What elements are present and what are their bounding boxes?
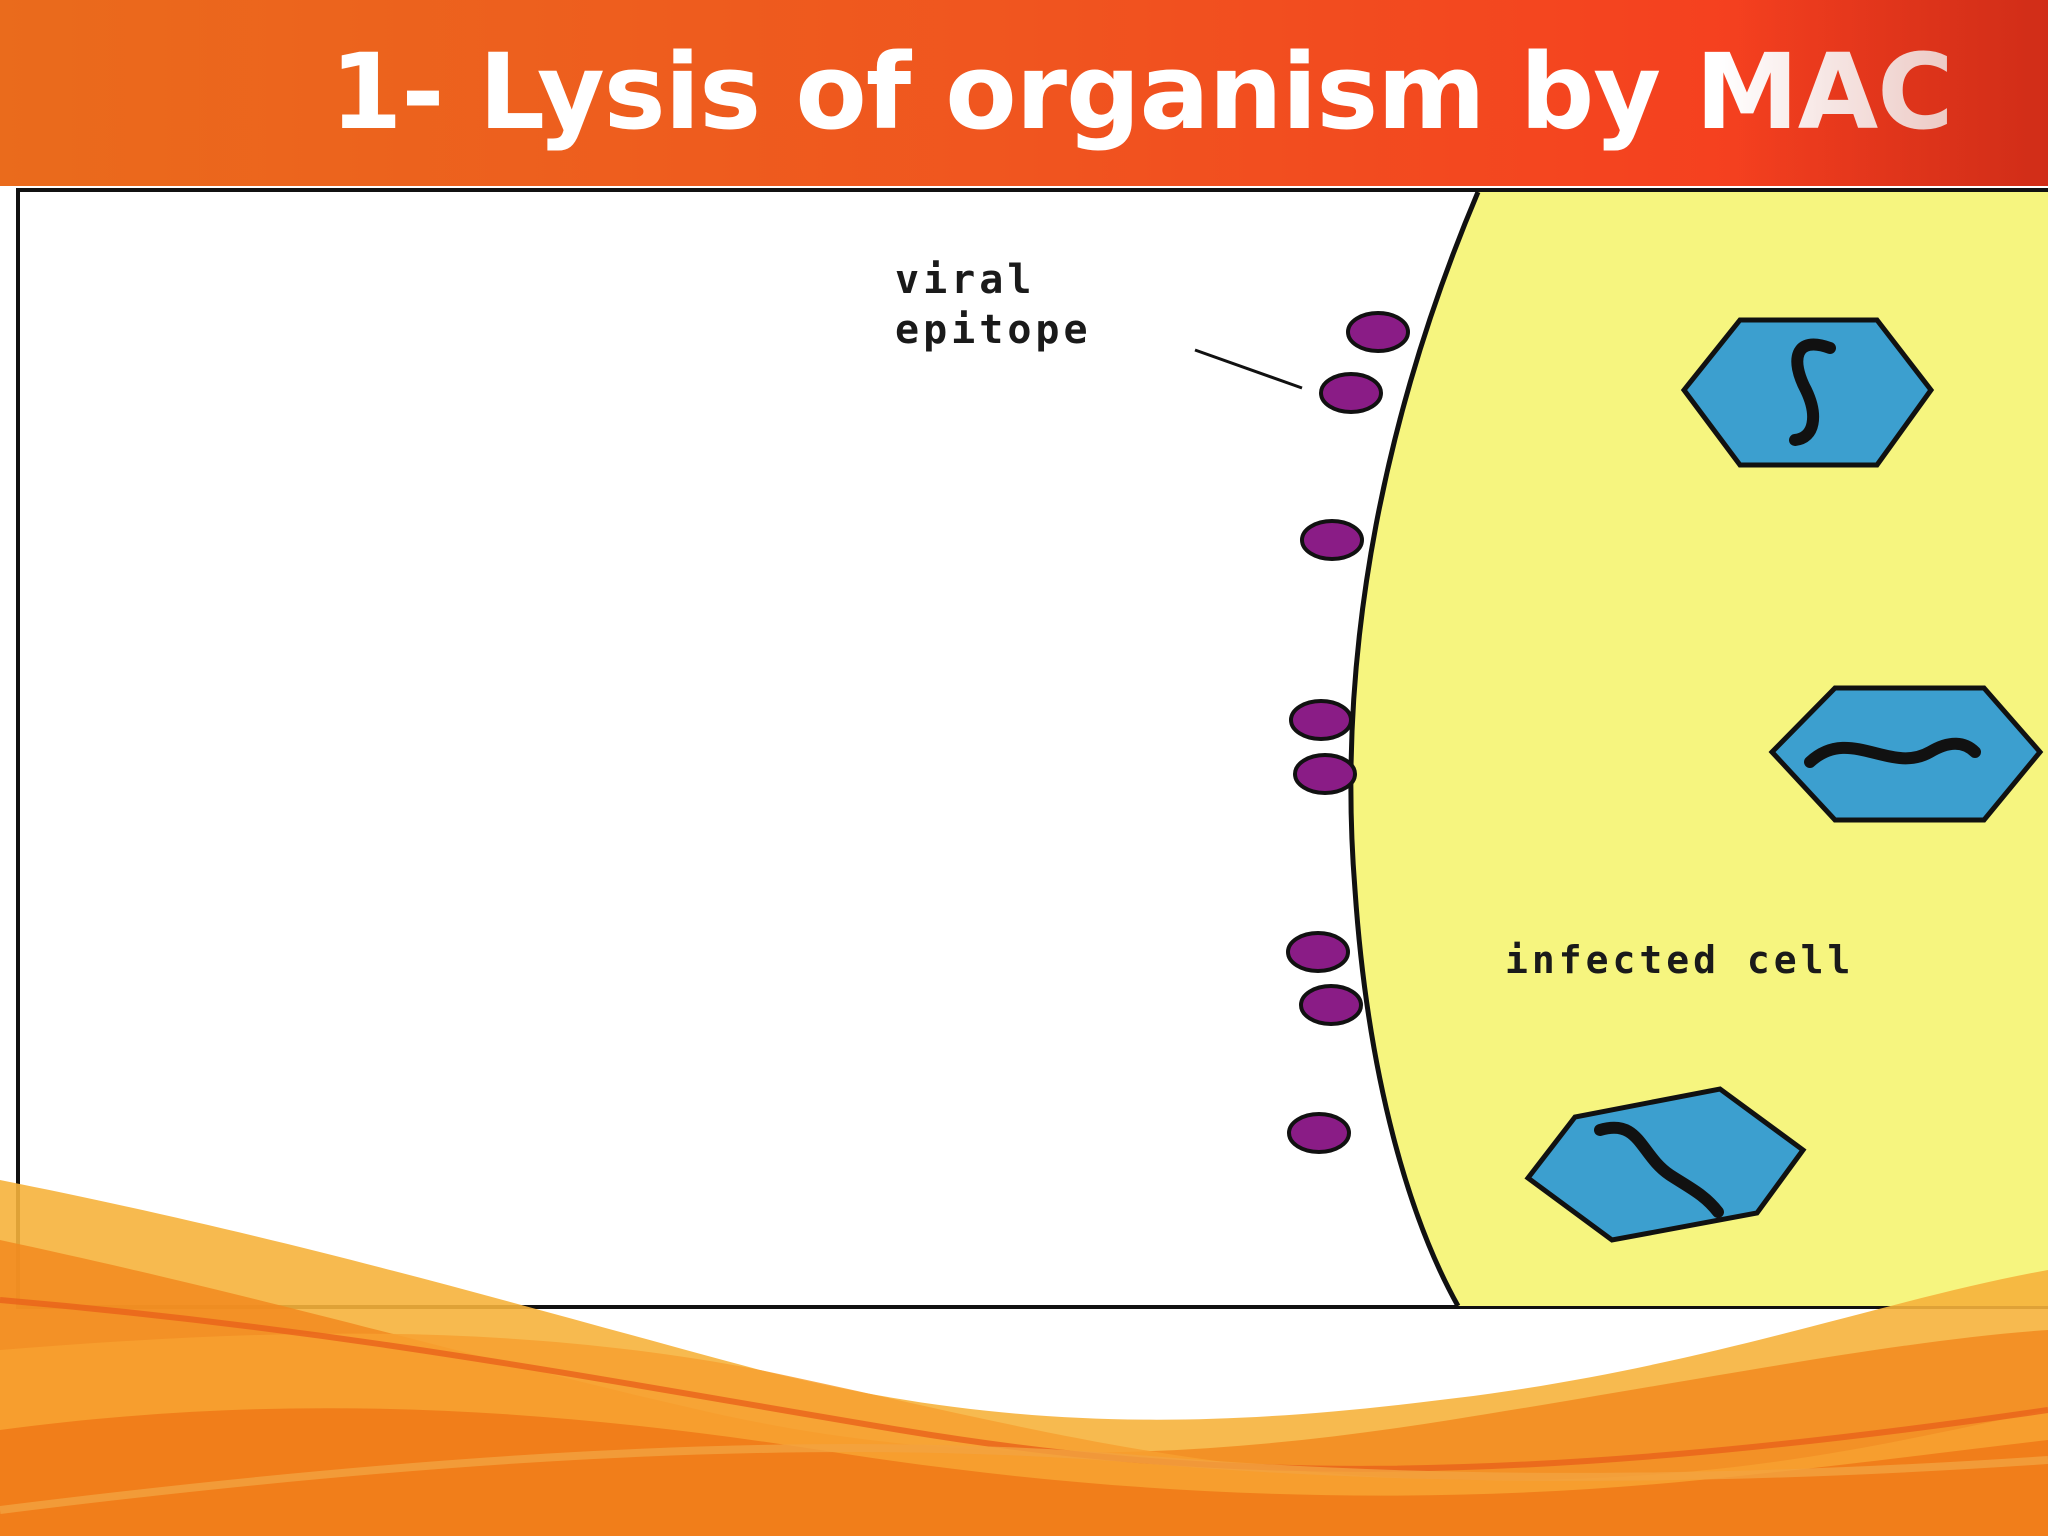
infected-cell xyxy=(1350,192,2048,1306)
viral-epitope xyxy=(1287,1112,1351,1154)
wave-band xyxy=(0,1408,2048,1536)
infected-cell-label: infected cell xyxy=(1505,938,1855,982)
wave-line xyxy=(0,1444,2048,1514)
viral-epitope xyxy=(1346,311,1410,353)
viral-epitopes xyxy=(1286,311,1410,1154)
viral-epitope xyxy=(1300,519,1364,561)
title-bar: 1- Lysis of organism by MAC xyxy=(0,0,2048,186)
virus xyxy=(1524,1086,1807,1243)
slide-title: 1- Lysis of organism by MAC xyxy=(330,31,1954,153)
viral-epitope xyxy=(1319,372,1383,414)
virus xyxy=(1680,317,1935,468)
viral-epitope xyxy=(1299,984,1363,1026)
viral-epitope xyxy=(1289,699,1353,741)
viral-epitope xyxy=(1286,931,1350,973)
viral-epitope-label-text: viral epitope xyxy=(895,257,1092,353)
wave-line xyxy=(0,1297,2048,1472)
viral-epitope-label: viral epitope xyxy=(895,255,1215,355)
epitope-pointer-line xyxy=(1194,348,1303,390)
virus xyxy=(1768,685,2044,823)
decorative-waves xyxy=(0,1180,2048,1536)
viral-epitope xyxy=(1293,753,1357,795)
cell-membrane xyxy=(1348,191,1481,1308)
